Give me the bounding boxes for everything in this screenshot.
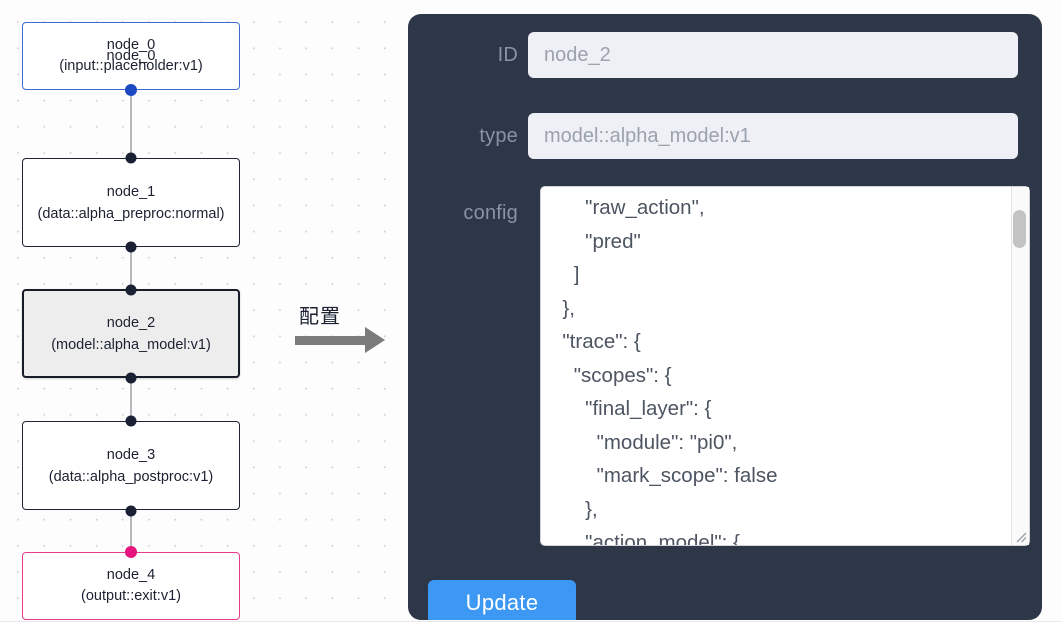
bottom-divider (0, 621, 1062, 622)
flow-node-node_4[interactable] (22, 552, 240, 620)
edge-node2-node3 (130, 378, 132, 420)
transition-arrow-group: 配置 (295, 300, 400, 360)
flow-node-node_1[interactable] (22, 158, 240, 247)
node1-source-handle[interactable] (125, 241, 137, 253)
config-scrollbar-thumb[interactable] (1013, 210, 1026, 248)
update-button[interactable]: Update (428, 580, 576, 620)
node4-target-handle[interactable] (125, 546, 137, 558)
flow-node-label: node_0 (106, 47, 156, 64)
edge-node0-node1 (130, 90, 132, 158)
node1-target-handle[interactable] (125, 152, 137, 164)
id-field-label: ID (497, 43, 518, 66)
type-input[interactable] (528, 113, 1018, 159)
transition-caption: 配置 (299, 306, 341, 328)
node-config-panel: ID type config "raw_action", "pred" ] },… (408, 14, 1042, 620)
edge-node1-node2 (130, 247, 132, 291)
id-input[interactable] (528, 32, 1018, 78)
node3-target-handle[interactable] (125, 415, 137, 427)
node0-source-handle[interactable] (125, 84, 137, 96)
arrow-shaft (295, 336, 367, 345)
field-row-type: type (408, 113, 1042, 159)
flow-node-node_0[interactable]: node_0 (22, 22, 240, 90)
node2-source-handle[interactable] (125, 372, 137, 384)
flow-node-node_3[interactable] (22, 421, 240, 510)
config-textarea[interactable]: "raw_action", "pred" ] }, "trace": { "sc… (540, 186, 1030, 546)
field-row-config: config (408, 186, 1042, 246)
config-field-label: config (463, 202, 518, 224)
edge-node3-node4 (130, 511, 132, 551)
node2-target-handle[interactable] (125, 284, 137, 296)
config-scrollbar-track[interactable] (1011, 187, 1029, 545)
node3-source-handle[interactable] (125, 505, 137, 517)
field-row-id: ID (408, 32, 1042, 78)
flow-node-node_2[interactable] (22, 289, 240, 378)
type-field-label: type (479, 124, 518, 147)
arrow-head-icon (365, 327, 385, 353)
config-textarea-wrap: "raw_action", "pred" ] }, "trace": { "sc… (540, 186, 1030, 546)
config-resize-handle[interactable] (1014, 530, 1027, 543)
page-bottom-strip (0, 621, 1062, 643)
